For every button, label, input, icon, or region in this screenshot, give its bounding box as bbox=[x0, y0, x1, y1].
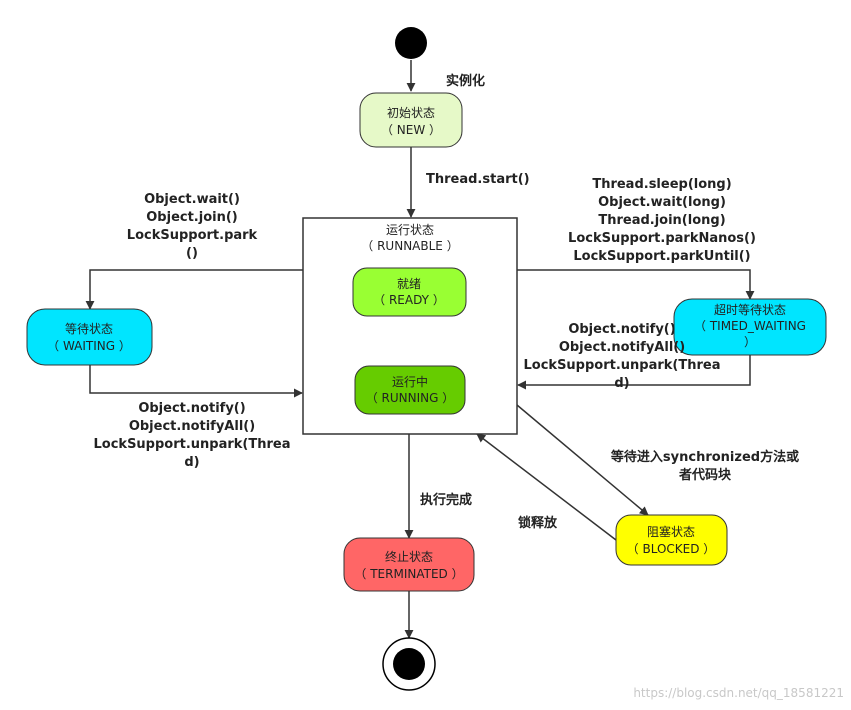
start-node bbox=[395, 27, 427, 59]
state-waiting-box bbox=[26, 308, 153, 366]
state-running: 运行中 （ RUNNING ） bbox=[354, 365, 466, 415]
state-running-code: （ RUNNING ） bbox=[366, 391, 455, 405]
state-blocked-name: 阻塞状态 bbox=[647, 524, 695, 539]
state-waiting: 等待状态 （ WAITING ） bbox=[26, 308, 153, 366]
label-line: Object.notifyAll() bbox=[559, 340, 685, 355]
state-new-code: （ NEW ） bbox=[381, 123, 441, 137]
state-waiting-code: （ WAITING ） bbox=[47, 339, 131, 353]
state-terminated-code: （ TERMINATED ） bbox=[354, 567, 463, 581]
label-timed-to-runnable: Object.notify() Object.notifyAll() LockS… bbox=[524, 322, 721, 391]
label-line: Object.notify() bbox=[568, 322, 675, 337]
label-line: 等待进入synchronized方法或 bbox=[610, 449, 799, 465]
state-new-name: 初始状态 bbox=[387, 106, 435, 120]
label-line: LockSupport.parkNanos() bbox=[568, 231, 756, 246]
label-line: Thread.sleep(long) bbox=[592, 177, 731, 192]
label-runnable-to-blocked: 等待进入synchronized方法或 者代码块 bbox=[610, 449, 799, 483]
state-timed-waiting-name: 超时等待状态 bbox=[714, 302, 786, 317]
label-instantiate: 实例化 bbox=[446, 73, 485, 89]
watermark-text: https://blog.csdn.net/qq_18581221 bbox=[633, 686, 844, 700]
label-line: () bbox=[186, 246, 198, 261]
label-line: Object.wait() bbox=[144, 192, 240, 207]
state-timed-waiting-box bbox=[673, 298, 827, 356]
label-line: Object.join() bbox=[146, 210, 237, 225]
label-line: Thread.join(long) bbox=[598, 213, 725, 228]
state-blocked-box bbox=[615, 514, 728, 566]
state-new-box bbox=[359, 92, 463, 148]
state-ready-box bbox=[352, 267, 467, 317]
state-running-name: 运行中 bbox=[392, 374, 428, 389]
label-lock-release: 锁释放 bbox=[518, 515, 558, 531]
label-line: Object.wait(long) bbox=[598, 195, 726, 210]
edge-blocked-to-runnable bbox=[476, 433, 617, 541]
state-timed-waiting-code-1: （ TIMED_WAITING bbox=[694, 319, 806, 333]
state-runnable-code: （ RUNNABLE ） bbox=[361, 239, 458, 253]
label-waiting-to-runnable: Object.notify() Object.notifyAll() LockS… bbox=[94, 401, 291, 470]
state-terminated-name: 终止状态 bbox=[385, 549, 433, 564]
state-blocked: 阻塞状态 （ BLOCKED ） bbox=[615, 514, 728, 566]
state-new: 初始状态 （ NEW ） bbox=[359, 92, 463, 148]
edge-timed-to-runnable bbox=[517, 355, 751, 390]
label-line: 者代码块 bbox=[678, 467, 732, 483]
edge-runnable-to-blocked bbox=[516, 404, 649, 516]
state-waiting-name: 等待状态 bbox=[65, 322, 113, 336]
state-terminated-box bbox=[343, 537, 475, 592]
label-line: LockSupport.park bbox=[127, 228, 258, 243]
state-ready-code: （ READY ） bbox=[373, 293, 445, 307]
label-line: LockSupport.parkUntil() bbox=[573, 249, 750, 264]
state-running-box bbox=[354, 365, 466, 415]
state-ready: 就绪 （ READY ） bbox=[352, 267, 467, 317]
state-runnable-name: 运行状态 bbox=[386, 223, 434, 237]
state-ready-name: 就绪 bbox=[397, 277, 421, 291]
label-line: Object.notify() bbox=[138, 401, 245, 416]
edge-waiting-to-runnable bbox=[89, 365, 303, 398]
edge-runnable-to-timed bbox=[517, 269, 755, 300]
label-runnable-to-timed: Thread.sleep(long) Object.wait(long) Thr… bbox=[568, 177, 756, 264]
label-line: d) bbox=[184, 455, 199, 470]
state-timed-waiting: 超时等待状态 （ TIMED_WAITING ） bbox=[673, 298, 827, 356]
label-line: LockSupport.unpark(Threa bbox=[524, 358, 721, 373]
label-line: Object.notifyAll() bbox=[129, 419, 255, 434]
state-blocked-code: （ BLOCKED ） bbox=[627, 542, 716, 556]
end-node-inner bbox=[393, 648, 425, 680]
state-terminated: 终止状态 （ TERMINATED ） bbox=[343, 537, 475, 592]
label-runnable-to-waiting: Object.wait() Object.join() LockSupport.… bbox=[127, 192, 258, 261]
edge-runnable-to-waiting bbox=[85, 269, 303, 310]
label-line: LockSupport.unpark(Threa bbox=[94, 437, 291, 452]
label-execution-complete: 执行完成 bbox=[420, 492, 472, 508]
label-thread-start: Thread.start() bbox=[426, 172, 530, 187]
label-line: d) bbox=[614, 376, 629, 391]
state-timed-waiting-code-2: ） bbox=[744, 335, 756, 349]
